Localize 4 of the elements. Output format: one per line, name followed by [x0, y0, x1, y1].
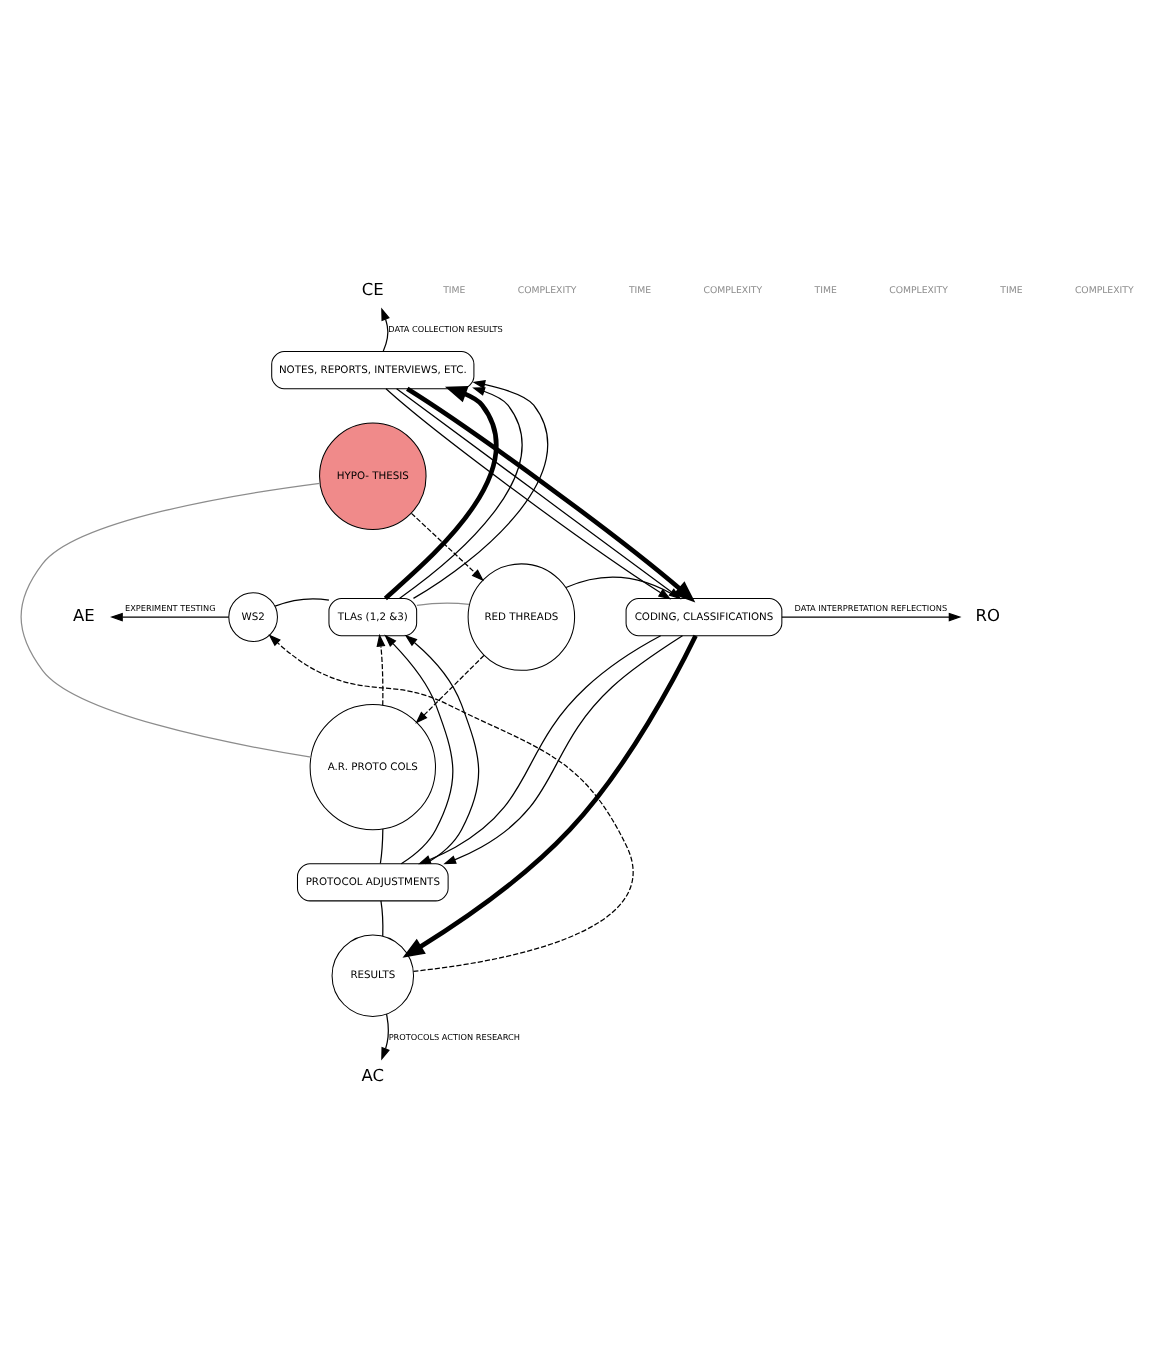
node-text: RO [975, 605, 1000, 626]
node-text: AC [361, 1065, 385, 1086]
node-text: CE [361, 278, 384, 299]
node-text: AE [73, 605, 95, 626]
